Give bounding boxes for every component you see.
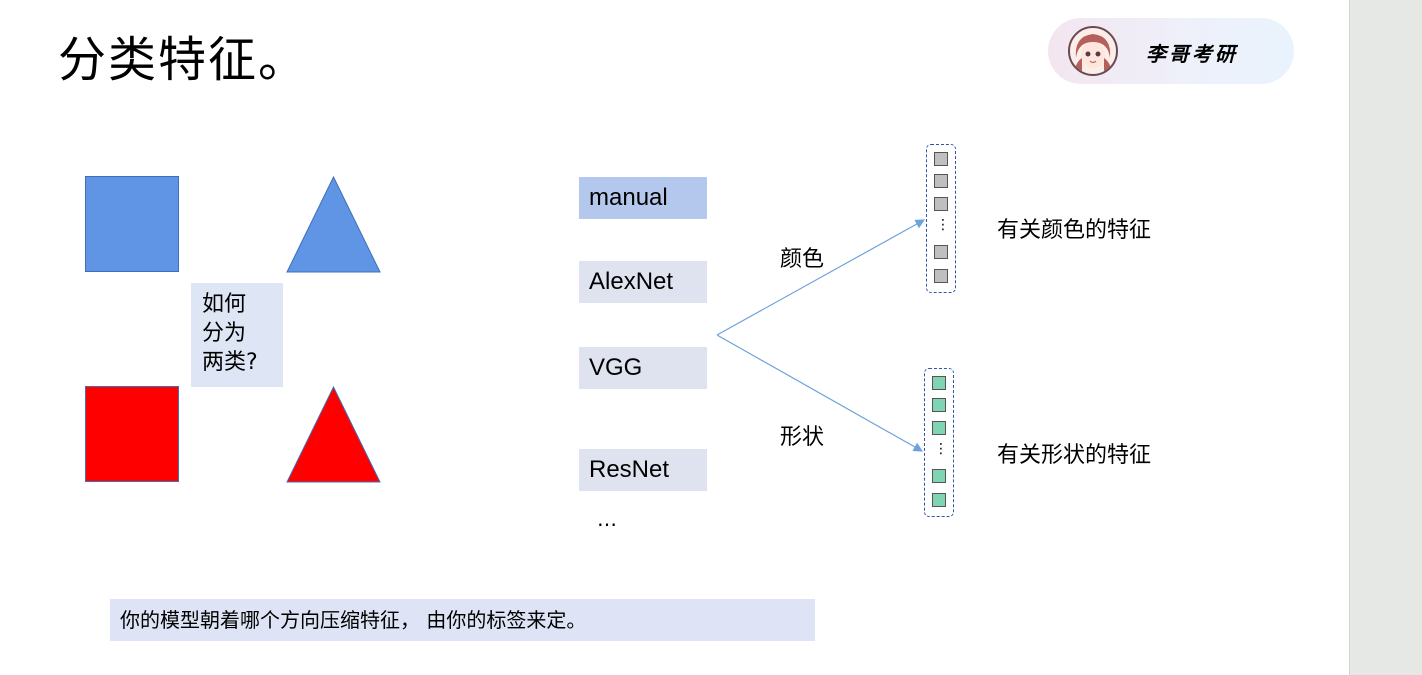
badge-label: 李哥考研	[1146, 42, 1238, 66]
question-box: 如何 分为 两类?	[191, 283, 283, 387]
feature-vdots: ⋮	[936, 217, 950, 233]
blue-triangle	[286, 176, 381, 273]
feature-cell	[934, 197, 948, 211]
feature-cell	[932, 469, 946, 483]
feature-cell	[934, 174, 948, 188]
model-box-manual: manual	[579, 177, 707, 219]
sidebar-panel	[1349, 0, 1422, 675]
model-box-alexnet: AlexNet	[579, 261, 707, 303]
question-line: 两类?	[202, 350, 258, 375]
arrow-to-shape-features	[716, 334, 924, 452]
feature-vdots: ⋮	[934, 441, 948, 457]
slide-title: 分类特征。	[58, 32, 309, 88]
model-box-resnet: ResNet	[579, 449, 707, 491]
feature-cell	[934, 269, 948, 283]
question-line: 如何	[202, 292, 247, 317]
feature-cell	[932, 376, 946, 390]
models-ellipsis: …	[597, 507, 617, 531]
edge-label-color: 颜色	[780, 247, 825, 272]
red-square-fill	[85, 386, 179, 482]
shape-feature-vector: ⋮	[924, 368, 954, 517]
edge-label-shape: 形状	[780, 425, 825, 450]
red-triangle-fill	[286, 386, 381, 483]
red-triangle	[286, 386, 381, 483]
feature-cell	[932, 398, 946, 412]
question-line: 分为	[202, 321, 247, 346]
author-badge: 李哥考研	[1048, 18, 1294, 84]
blue-triangle-fill	[286, 176, 381, 273]
arrow-to-color-features	[716, 219, 926, 336]
feature-cell	[934, 245, 948, 259]
feature-cell	[932, 493, 946, 507]
blue-square-fill	[85, 176, 179, 272]
model-box-vgg: VGG	[579, 347, 707, 389]
feature-label-shape: 有关形状的特征	[997, 443, 1152, 468]
red-square	[85, 386, 179, 482]
color-feature-vector: ⋮	[926, 144, 956, 293]
feature-cell	[932, 421, 946, 435]
feature-cell	[934, 152, 948, 166]
blue-square	[85, 176, 179, 272]
caption-box: 你的模型朝着哪个方向压缩特征， 由你的标签来定。	[110, 599, 815, 641]
feature-label-color: 有关颜色的特征	[997, 218, 1152, 243]
